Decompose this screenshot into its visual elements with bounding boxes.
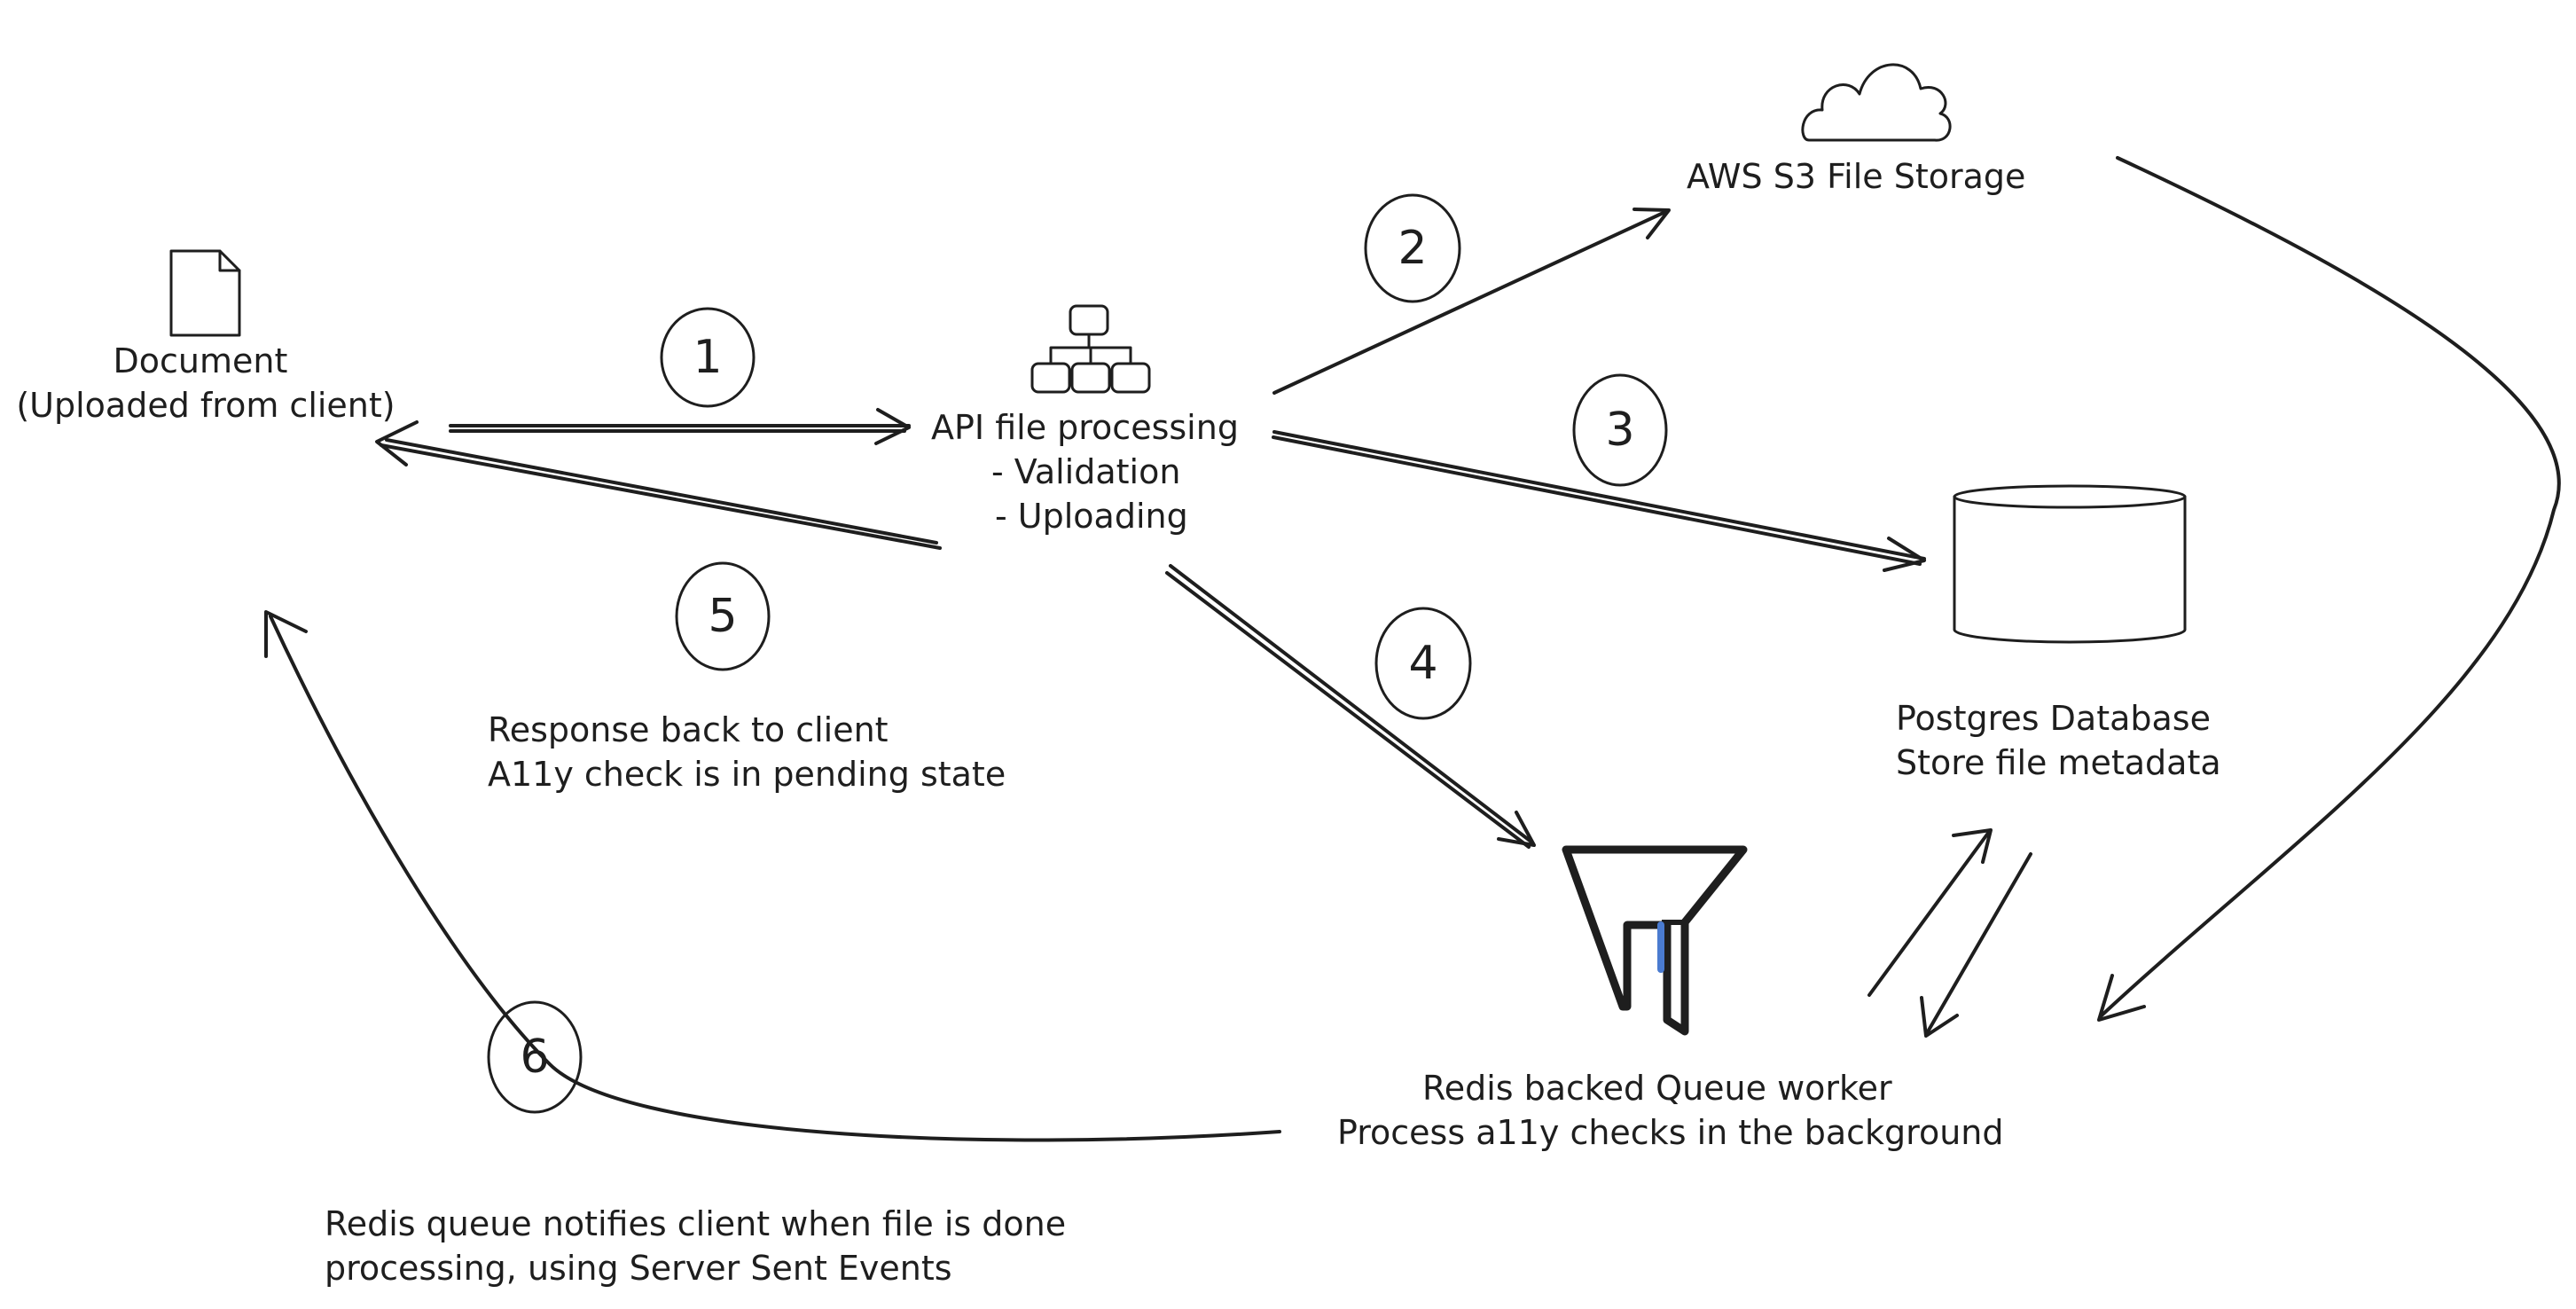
step-6-description: Redis queue notifies client when file is…: [325, 1204, 1077, 1288]
document-node: Document (Uploaded from client): [16, 249, 395, 425]
arrow-5: [375, 420, 942, 550]
document-icon: [169, 249, 241, 337]
step-5-number: 5: [708, 590, 737, 643]
api-label: API file processing - Validation - Uploa…: [931, 408, 1249, 536]
arrow-2: [1272, 208, 1671, 395]
funnel-icon: [1562, 845, 1748, 1036]
step-1-marker: 1: [660, 307, 756, 408]
step-6-marker: 6: [487, 1000, 583, 1114]
step-2-number: 2: [1398, 222, 1427, 275]
document-label: Document (Uploaded from client): [16, 341, 395, 425]
postgres-label-line-2: Store file metadata: [1896, 743, 2221, 782]
step-6-number: 6: [520, 1031, 549, 1084]
step-5-description-line-1: Response back to client: [488, 710, 889, 749]
database-cylinder-icon: [1953, 484, 2187, 644]
document-label-line-1: Document: [114, 341, 288, 380]
api-node: API file processing - Validation - Uploa…: [931, 304, 1249, 536]
s3-label: AWS S3 File Storage: [1687, 157, 2025, 196]
step-6-description-line-1: Redis queue notifies client when file is…: [325, 1204, 1066, 1243]
arrow-postgres-to-queue: [1920, 852, 2032, 1038]
arrow-6: [264, 610, 1281, 1142]
api-label-line-1: API file processing: [931, 408, 1239, 447]
queue-label-line-1: Redis backed Queue worker: [1422, 1069, 1892, 1108]
step-4-marker: 4: [1374, 607, 1472, 720]
step-5-description-line-2: A11y check is in pending state: [488, 755, 1006, 794]
arrow-4: [1165, 564, 1536, 849]
postgres-label: Postgres Database Store file metadata: [1896, 699, 2221, 782]
postgres-label-line-1: Postgres Database: [1896, 699, 2211, 738]
queue-label: Redis backed Queue worker Process a11y c…: [1337, 1069, 2003, 1152]
queue-label-line-2: Process a11y checks in the background: [1337, 1113, 2003, 1152]
step-3-number: 3: [1605, 404, 1634, 457]
arrow-1: [449, 408, 911, 445]
arrow-s3-to-queue: [2097, 156, 2561, 1022]
s3-node: AWS S3 File Storage: [1687, 63, 2025, 196]
step-5-marker: 5: [675, 561, 771, 671]
cloud-icon: [1801, 63, 1952, 142]
step-5-description: Response back to client A11y check is in…: [488, 710, 1006, 794]
step-4-number: 4: [1408, 637, 1437, 690]
postgres-node: Postgres Database Store file metadata: [1896, 484, 2221, 782]
document-label-line-2: (Uploaded from client): [16, 386, 395, 425]
s3-label-line-1: AWS S3 File Storage: [1687, 157, 2025, 196]
step-3-marker: 3: [1572, 373, 1668, 487]
api-label-line-3: - Uploading: [995, 497, 1188, 536]
arrow-3: [1272, 430, 1926, 572]
step-2-marker: 2: [1364, 193, 1461, 303]
arrow-queue-to-postgres: [1867, 828, 1993, 997]
hierarchy-icon: [1030, 304, 1151, 394]
step-1-number: 1: [693, 331, 722, 384]
step-6-description-line-2: processing, using Server Sent Events: [325, 1249, 952, 1288]
api-label-line-2: - Validation: [991, 452, 1180, 491]
queue-node: Redis backed Queue worker Process a11y c…: [1337, 845, 2003, 1152]
